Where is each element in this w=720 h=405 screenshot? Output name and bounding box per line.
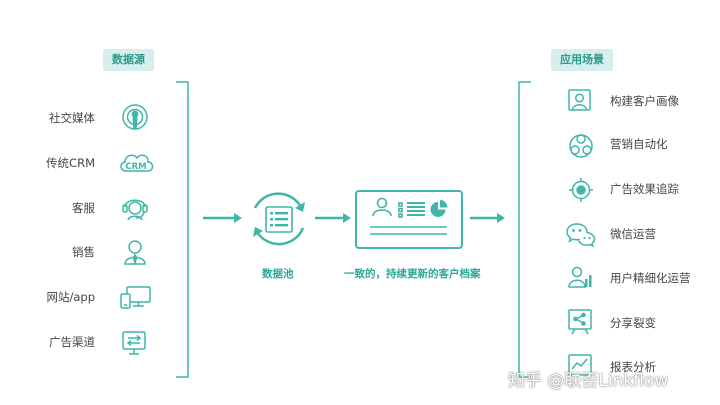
applications-title: 应用场景 [551,49,613,71]
data-sources-title: 数据源 [103,49,154,71]
ad-tracking-icon [569,178,593,202]
data-pool-label: 数据池 [262,268,294,280]
app-label-share: 分享裂变 [610,316,656,330]
report-analysis-icon [568,354,592,376]
watermark: 知乎 @联否Linkflow [508,371,669,391]
source-label-sales: 销售 [72,245,95,259]
source-label-ads: 广告渠道 [49,335,95,349]
app-label-report: 报表分析 [610,360,656,374]
arrow-pool-to-profile [315,213,351,223]
profile-label: 一致的，持续更新的客户档案 [344,268,481,280]
marketing-automation-icon [569,134,593,158]
source-label-crm: 传统CRM [46,156,95,170]
sales-person-icon [124,240,146,266]
crm-cloud-icon: CRM [120,154,154,172]
app-label-wechat: 微信运营 [610,227,656,241]
user-operation-icon [568,266,592,288]
source-bracket [176,81,189,378]
source-label-service: 客服 [72,201,95,215]
ad-channel-icon [122,331,146,355]
wechat-icon [566,223,596,248]
social-media-icon [122,104,148,130]
app-label-ad-tracking: 广告效果追踪 [610,182,679,196]
customer-service-icon [122,199,148,221]
app-label-portrait: 构建客户画像 [610,94,679,108]
app-label-automation: 营销自动化 [610,137,668,151]
source-label-social: 社交媒体 [49,111,95,125]
crm-icon-text: CRM [125,162,146,172]
share-fission-icon [568,309,592,335]
data-pool-icon [253,192,305,246]
application-bracket [518,81,531,378]
customer-portrait-icon [568,89,591,111]
source-label-web: 网站/app [46,290,95,304]
customer-profile-card-icon [355,190,463,249]
app-label-user-operation: 用户精细化运营 [610,271,691,285]
website-app-icon [120,286,151,309]
arrow-sources-to-pool [203,213,242,223]
arrow-profile-to-applications [470,213,505,223]
